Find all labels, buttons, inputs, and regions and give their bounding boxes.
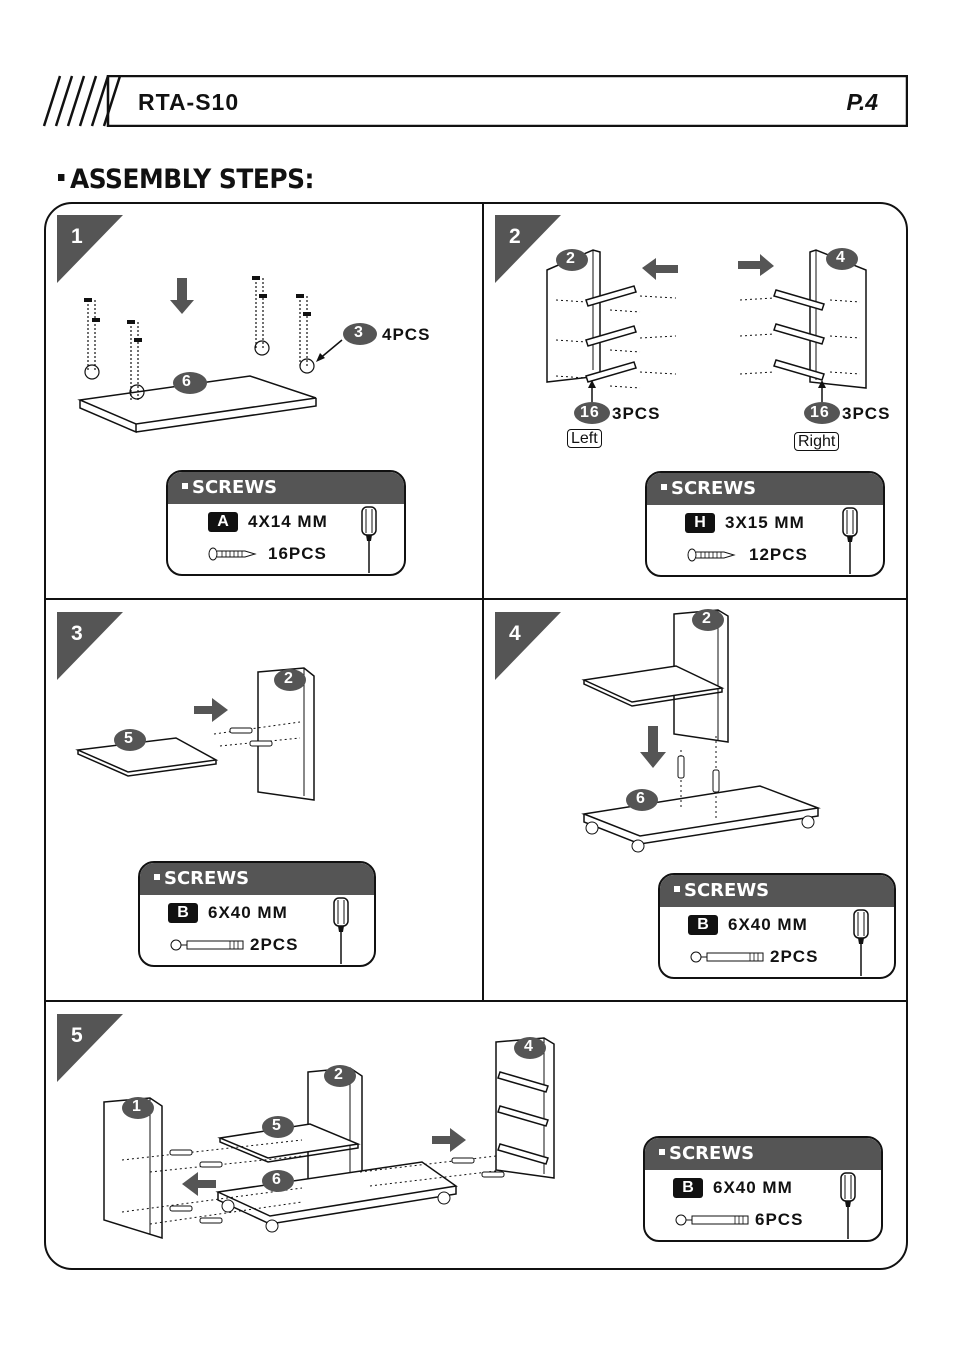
screw-quantity: 6PCS: [755, 1210, 804, 1229]
screws-box-title: SCREWS: [645, 1138, 881, 1170]
side-label-left: Left: [567, 429, 602, 448]
page-number: P.4: [846, 89, 878, 115]
part-label: 6: [182, 373, 192, 390]
step-number: 1: [71, 225, 83, 248]
grid-divider: [45, 1000, 907, 1002]
part-quantity: 3PCS: [612, 404, 661, 423]
screw-quantity: 2PCS: [770, 947, 819, 966]
part-label: 4: [524, 1038, 534, 1055]
part-label: 3: [354, 324, 364, 341]
screwdriver-icon: [333, 897, 349, 964]
step-number: 5: [71, 1024, 83, 1047]
screwdriver-icon: [842, 507, 858, 574]
screws-box: SCREWS B 6X40 MM 2PCS: [138, 861, 376, 967]
section-title: ASSEMBLY STEPS:: [58, 164, 314, 195]
screw-code: H: [685, 513, 715, 533]
screwdriver-icon: [853, 909, 869, 976]
step-number: 3: [71, 622, 83, 645]
screw-size: 6X40 MM: [728, 915, 808, 934]
part-quantity: 4PCS: [382, 325, 431, 344]
part-label: 16: [580, 404, 600, 421]
model-number: RTA-S10: [138, 89, 240, 115]
screws-box: SCREWS H 3X15 MM 12PCS: [645, 471, 885, 577]
part-label: 2: [334, 1066, 344, 1083]
screw-icon: [208, 547, 257, 561]
part-quantity: 3PCS: [842, 404, 891, 423]
screw-size: 6X40 MM: [713, 1178, 793, 1197]
screw-quantity: 16PCS: [268, 544, 327, 563]
part-label: 6: [272, 1171, 282, 1188]
screwdriver-icon: [361, 506, 377, 573]
part-label: 2: [284, 670, 294, 687]
part-label: 5: [272, 1117, 282, 1134]
screws-box-title: SCREWS: [647, 473, 883, 505]
screw-icon: [687, 548, 736, 562]
step-number: 4: [509, 622, 521, 645]
screws-box-title: SCREWS: [168, 472, 404, 504]
grid-divider: [45, 598, 907, 600]
screw-quantity: 2PCS: [250, 935, 299, 954]
part-label: 4: [836, 249, 846, 266]
screws-box-title: SCREWS: [660, 875, 894, 907]
screws-box: SCREWS B 6X40 MM 6PCS: [643, 1136, 883, 1242]
screw-size: 6X40 MM: [208, 903, 288, 922]
step-number: 2: [509, 225, 521, 248]
part-label: 2: [566, 250, 576, 267]
screw-size: 3X15 MM: [725, 513, 805, 532]
screw-quantity: 12PCS: [749, 545, 808, 564]
part-label: 16: [810, 404, 830, 421]
screws-box: SCREWS A 4X14 MM 16PCS: [166, 470, 406, 576]
screw-icon: [690, 951, 764, 963]
screw-code: B: [168, 903, 198, 923]
screw-size: 4X14 MM: [248, 512, 328, 531]
screw-code: A: [208, 512, 238, 532]
grid-divider: [482, 203, 484, 1001]
screw-code: B: [673, 1178, 703, 1198]
header-stripes-icon: [42, 75, 908, 127]
part-label: 6: [636, 790, 646, 807]
screw-code: B: [688, 915, 718, 935]
screws-box-title: SCREWS: [140, 863, 374, 895]
screwdriver-icon: [840, 1172, 856, 1239]
screw-icon: [170, 939, 244, 951]
part-label: 5: [124, 730, 134, 747]
screws-box: SCREWS B 6X40 MM 2PCS: [658, 873, 896, 979]
screw-icon: [675, 1214, 749, 1226]
side-label-right: Right: [794, 432, 840, 451]
part-label: 2: [702, 610, 712, 627]
page-header: RTA-S10 P.4: [42, 75, 908, 127]
steps-frame: [44, 202, 908, 1270]
part-label: 1: [132, 1098, 142, 1115]
